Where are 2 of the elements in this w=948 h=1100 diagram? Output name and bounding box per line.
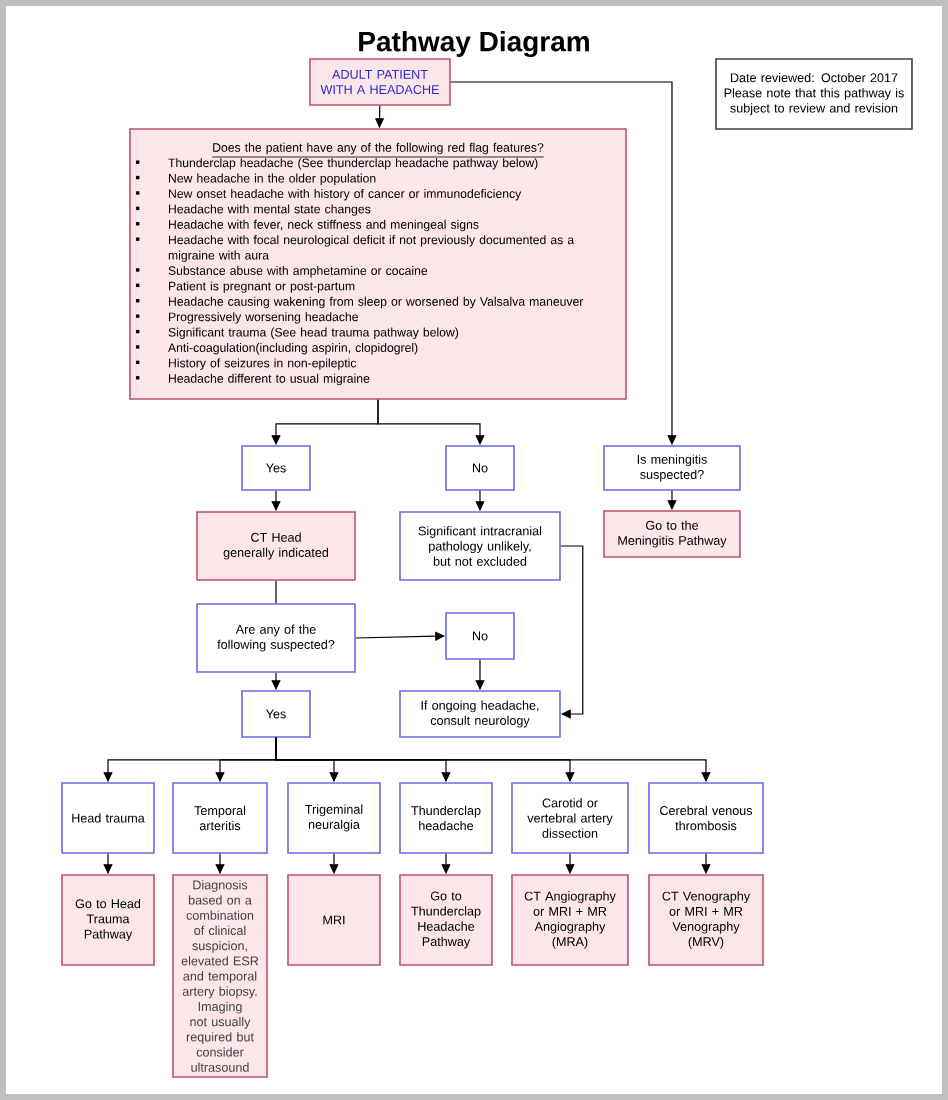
title: Pathway Diagram: [359, 30, 589, 58]
arrow: [560, 545, 584, 719]
